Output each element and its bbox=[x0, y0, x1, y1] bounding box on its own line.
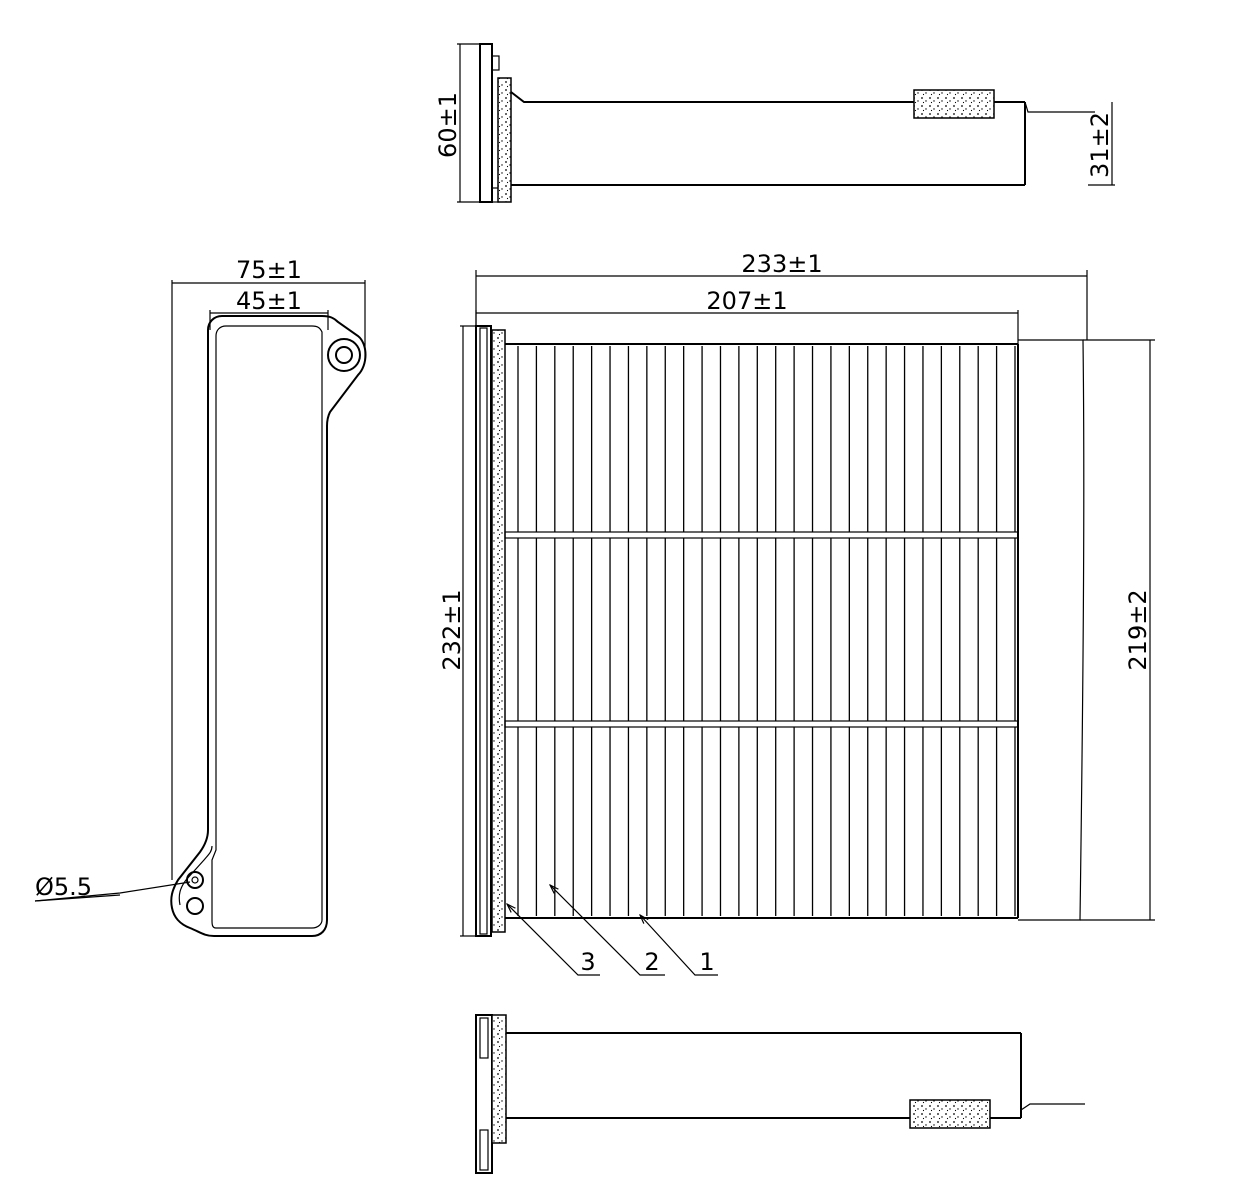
dim-top-right: 31±2 bbox=[1086, 112, 1114, 178]
callout-3: 3 bbox=[580, 948, 595, 976]
dim-hole-diameter: Ø5.5 bbox=[35, 873, 92, 901]
dim-side-outer-width: 75±1 bbox=[236, 256, 302, 284]
bottom-view bbox=[475, 1014, 1085, 1174]
dim-side-inner-width: 45±1 bbox=[236, 287, 302, 315]
callout-1: 1 bbox=[699, 948, 714, 976]
side-view bbox=[34, 280, 367, 937]
dim-inner-width: 207±1 bbox=[706, 287, 787, 315]
dim-right-height: 219±2 bbox=[1124, 589, 1152, 670]
callout-2: 2 bbox=[644, 948, 659, 976]
filter-pleats bbox=[517, 346, 1016, 916]
dim-left-height: 232±1 bbox=[438, 589, 466, 670]
front-view bbox=[460, 270, 1155, 976]
top-view bbox=[457, 43, 1115, 203]
dim-top-height: 60±1 bbox=[434, 92, 462, 158]
dim-overall-width: 233±1 bbox=[741, 250, 822, 278]
